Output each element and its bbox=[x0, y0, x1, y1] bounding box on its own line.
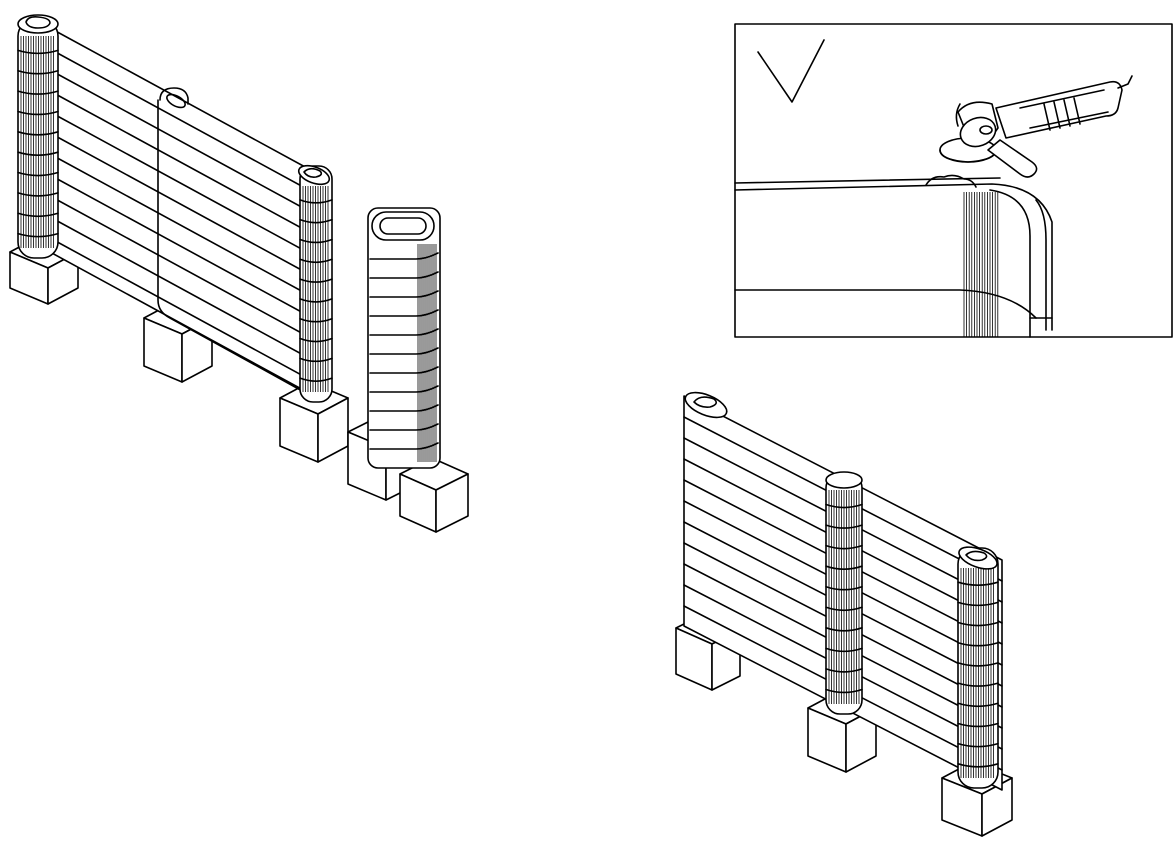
angle-grinder-icon bbox=[939, 75, 1133, 178]
fence-post-left-a bbox=[17, 14, 59, 259]
fence-panel-left-long bbox=[49, 27, 319, 399]
concrete-footing-left-5 bbox=[399, 457, 469, 533]
left-fence-assembly bbox=[9, 14, 469, 533]
fence-post-left-b bbox=[297, 164, 333, 403]
inset-detail-frame bbox=[734, 23, 1173, 338]
fence-post-right-middle bbox=[825, 471, 863, 715]
check-mark-icon bbox=[757, 39, 825, 103]
right-fence-assembly bbox=[675, 391, 1013, 837]
fence-post-standalone bbox=[367, 207, 441, 469]
fence-post-right-end bbox=[957, 546, 999, 789]
